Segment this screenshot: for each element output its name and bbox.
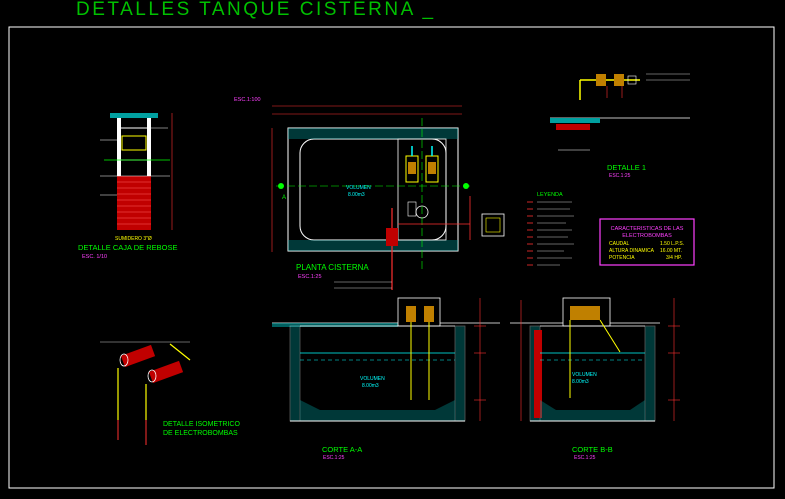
axis-a-left: A (282, 195, 286, 201)
drawing-title: DETALLES TANQUE CISTERNA _ (76, 0, 436, 20)
iso-title-1: DETALLE ISOMETRICO (163, 421, 240, 428)
leyenda-title: LEYENDA (537, 192, 563, 198)
caract-row-label: CAUDAL (609, 241, 630, 247)
corte-aa-scale: ESC.1:25 (323, 455, 345, 461)
corte-bb-title: CORTE B-B (572, 445, 613, 454)
caracteristicas-table: CARACTERISTICAS DE LAS ELECTROBOMBAS CAU… (599, 218, 695, 266)
isometrico-electrobombas: DETALLE ISOMETRICO DE ELECTROBOMBAS (100, 341, 240, 445)
sheet-frame (8, 26, 775, 489)
planta-cisterna: ESC.1:100 A VOLUMEN 8.00m3 (234, 97, 505, 290)
caract-row-value: 16.00 MT. (660, 248, 682, 254)
sumidero-label: SUMIDERO 3"Ø (115, 236, 152, 242)
caract-title-1: CARACTERISTICAS DE LAS (611, 226, 684, 232)
caract-row-label: ALTURA DINAMICA (609, 248, 655, 254)
corte-bb-volumen: VOLUMEN (572, 372, 597, 378)
corte-bb-volumen-value: 8.00m3 (572, 379, 589, 385)
caract-row-label: POTENCIA (609, 255, 635, 261)
caja-rebose-scale: ESC. 1/10 (82, 254, 107, 260)
detalle-1-title: DETALLE 1 (607, 163, 646, 172)
corte-aa-volumen: VOLUMEN (360, 376, 385, 382)
caja-rebose-title: DETALLE CAJA DE REBOSE (78, 243, 177, 252)
corte-aa-title: CORTE A-A (322, 445, 362, 454)
corte-a-a: VOLUMEN 8.00m3 CORTE A-A ESC.1:25 (272, 297, 500, 461)
planta-volumen-value: 8.00m3 (348, 192, 365, 198)
planta-scale-top: ESC.1:100 (234, 97, 261, 103)
planta-title: PLANTA CISTERNA (296, 263, 369, 272)
corte-aa-volumen-value: 8.00m3 (362, 383, 379, 389)
planta-scale: ESC.1:25 (298, 274, 322, 280)
caract-row-value: 3/4 HP. (666, 255, 682, 261)
planta-volumen-label: VOLUMEN (346, 185, 371, 191)
caract-title-2: ELECTROBOMBAS (622, 233, 672, 239)
detalle-1: DETALLE 1 ESC.1:25 (550, 73, 690, 179)
corte-b-b: VOLUMEN 8.00m3 CORTE B-B ESC.1:25 (510, 297, 680, 461)
caja-rebose-detail: SUMIDERO 3"Ø DETALLE CAJA DE REBOSE ESC.… (78, 113, 177, 260)
caract-row-value: 1.50 L.P.S. (660, 241, 684, 247)
leyenda-block: LEYENDA (527, 192, 574, 266)
iso-title-2: DE ELECTROBOMBAS (163, 430, 238, 437)
corte-bb-scale: ESC.1:25 (574, 455, 596, 461)
detalle-1-scale: ESC.1:25 (609, 173, 631, 179)
